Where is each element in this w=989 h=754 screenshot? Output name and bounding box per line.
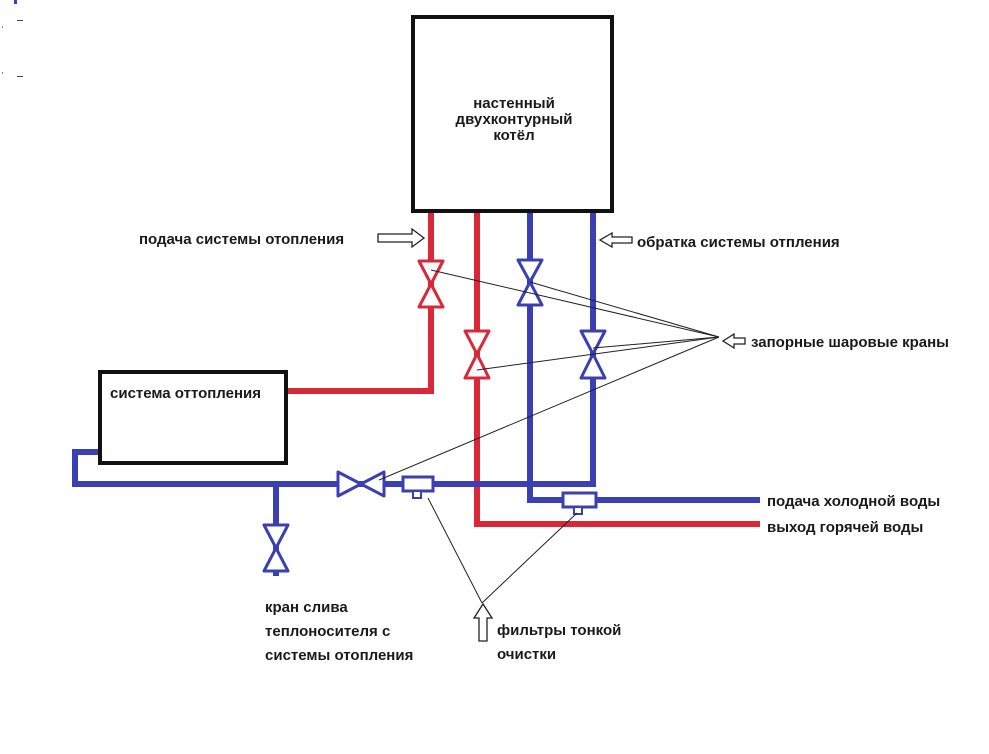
drain-label-line-3: системы отопления — [265, 647, 413, 664]
ball-valve-return-line[interactable] — [336, 470, 386, 498]
boiler-label-line-2: двухконтурный — [456, 111, 573, 128]
drain-label-line-1: кран слива — [265, 599, 348, 616]
filter-pointer-lines — [427, 497, 578, 604]
valves-arrow-icon — [721, 332, 746, 350]
cold-water-pipe — [527, 212, 760, 503]
filters-arrow-icon — [472, 602, 494, 642]
filters-label-line-1: фильтры тонкой — [497, 622, 621, 639]
drain-label-line-2: теплоносителя с — [265, 623, 390, 640]
boiler-label-line-3: котёл — [493, 127, 534, 144]
fine-filter-return — [401, 475, 435, 499]
wall-boiler-box — [411, 15, 614, 213]
boiler-label-line-1: настенный — [473, 95, 555, 112]
ball-valve-hot-water[interactable] — [463, 329, 491, 380]
heating-system-box — [98, 370, 288, 465]
filters-label-line-2: очистки — [497, 646, 556, 663]
fine-filter-cold-water — [561, 491, 598, 515]
supply-arrow-icon — [377, 227, 426, 249]
ball-valves-label: запорные шаровые краны — [751, 334, 949, 351]
return-arrow-icon — [598, 231, 633, 249]
stray-marks — [2, 0, 23, 77]
return-heating-label: обратка системы отпления — [637, 234, 840, 251]
cold-water-label: подача холодной воды — [767, 493, 940, 510]
heating-return-pipe — [72, 212, 596, 487]
hot-water-label: выход горячей воды — [767, 519, 923, 536]
hot-water-pipe — [474, 212, 760, 527]
valve-pointer-lines — [378, 269, 720, 481]
heating-system-label: система оттопления — [110, 385, 261, 402]
supply-heating-label: подача системы отопления — [139, 231, 344, 248]
drain-valve[interactable] — [262, 523, 290, 573]
ball-valve-heating-supply[interactable] — [417, 259, 445, 309]
